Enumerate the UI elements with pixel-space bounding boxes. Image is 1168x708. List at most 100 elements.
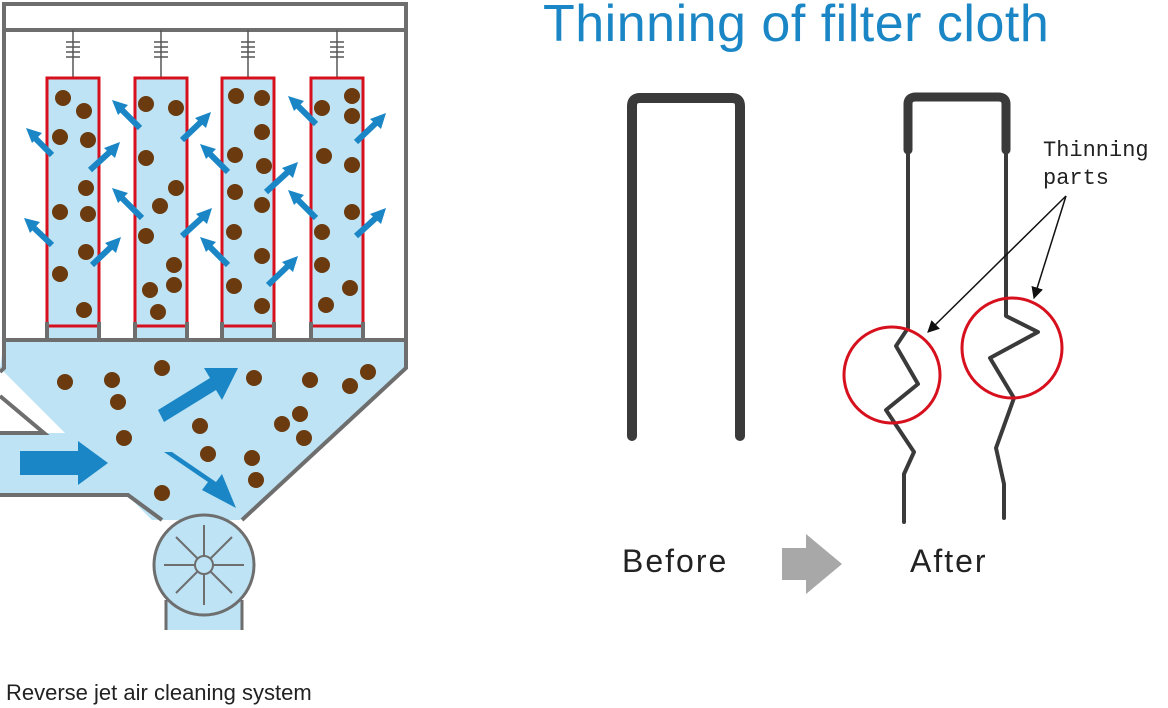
dust-particle (226, 224, 242, 240)
dust-particle (226, 278, 242, 294)
dust-collector (0, 2, 408, 630)
dust-particle (52, 129, 68, 145)
callout-arrows (927, 195, 1067, 333)
small-arrow-icon (179, 112, 211, 143)
dust-particle (166, 257, 182, 273)
small-arrow-icon (265, 256, 298, 288)
dust-particle (138, 228, 154, 244)
dust-particle (318, 297, 334, 313)
upflow-arrow-icon (158, 368, 238, 422)
dust-particle (244, 450, 260, 466)
dust-particle (227, 184, 243, 200)
dust-particle (228, 88, 244, 104)
dust-particle (342, 378, 358, 394)
callout-arrow-right (1031, 195, 1067, 300)
dust-particle (55, 90, 71, 106)
dust-particle (76, 103, 92, 119)
dust-particle (254, 298, 270, 314)
small-arrow-icon (26, 128, 55, 158)
dust-particle (292, 406, 308, 422)
dust-particle (344, 204, 360, 220)
dust-particle (142, 282, 158, 298)
dust-particle (110, 394, 126, 410)
dust-particle (344, 157, 360, 173)
thinning-circles (842, 296, 1064, 425)
jet-nozzle-icon (66, 30, 80, 78)
small-arrow-icon (24, 218, 55, 248)
dust-particle (152, 198, 168, 214)
fan-icon (152, 513, 256, 630)
filter-bag (45, 76, 101, 328)
small-arrow-icon (179, 208, 212, 239)
dust-particle (314, 257, 330, 273)
dust-particle (254, 197, 270, 213)
dust-particle (52, 204, 68, 220)
dust-particle (166, 277, 182, 293)
dust-particle (78, 180, 94, 196)
transition-arrow-icon (782, 534, 842, 594)
dust-particle (302, 372, 318, 388)
dust-particle (314, 100, 330, 116)
callout-arrow-left (927, 195, 1067, 333)
dust-particle (154, 485, 170, 501)
small-arrow-icon (288, 96, 319, 127)
small-arrow-icon (112, 100, 143, 131)
dust-particle (342, 280, 358, 296)
dust-particle (57, 374, 73, 390)
dust-particle (138, 96, 154, 112)
small-arrow-icon (200, 237, 231, 268)
dust-particle (296, 430, 312, 446)
dust-particle (116, 430, 132, 446)
dust-particle (150, 304, 166, 320)
diagram-caption: Reverse jet air cleaning system (6, 680, 312, 705)
dust-particle (52, 266, 68, 282)
dust-particle (360, 364, 376, 380)
thinning-label-line2: parts (1043, 166, 1110, 191)
air-flow-region (0, 78, 405, 630)
cloth-after (884, 92, 1040, 524)
after-label: After (910, 543, 988, 579)
dust-particle (154, 360, 170, 376)
dust-particle (80, 206, 96, 222)
dust-particle (274, 416, 290, 432)
inlet-arrow-icon (20, 441, 108, 485)
small-arrow-icon (353, 208, 386, 239)
dust-particle (254, 248, 270, 264)
dust-particle (80, 132, 96, 148)
small-arrow-icon (112, 188, 145, 221)
filter-bag (220, 76, 276, 328)
small-arrow-icon (288, 190, 319, 221)
thinning-circle-right (960, 296, 1064, 400)
jet-nozzles (66, 30, 344, 78)
dust-particle (168, 180, 184, 196)
dust-particle (227, 147, 243, 163)
flow-arrows (20, 368, 238, 508)
page-title: Thinning of filter cloth (543, 0, 1050, 53)
dust-particle (248, 472, 264, 488)
filter-bag (309, 76, 365, 328)
dust-particle (76, 302, 92, 318)
jet-nozzle-icon (154, 30, 168, 78)
thinning-parts-label: Thinning parts (1043, 137, 1149, 193)
small-arrow-icon (89, 237, 121, 268)
small-arrow-icon (200, 144, 231, 175)
dust-particle (104, 372, 120, 388)
dust-particle (138, 150, 154, 166)
dust-particles (52, 88, 376, 501)
filter-bag (133, 76, 189, 328)
cloth-before (627, 93, 745, 441)
tube-sheet (4, 322, 406, 342)
dust-particle (256, 158, 272, 174)
small-arrow-icon (87, 142, 120, 173)
dust-particle (344, 88, 360, 104)
thinning-circle-left (842, 325, 942, 425)
before-label: Before (622, 543, 729, 579)
small-arrow-icon (353, 113, 386, 145)
dust-particle (316, 148, 332, 164)
dust-particle (78, 244, 94, 260)
jet-nozzle-icon (330, 30, 344, 78)
dust-particle (200, 446, 216, 462)
filter-bags (45, 76, 365, 328)
dust-particle (192, 418, 208, 434)
